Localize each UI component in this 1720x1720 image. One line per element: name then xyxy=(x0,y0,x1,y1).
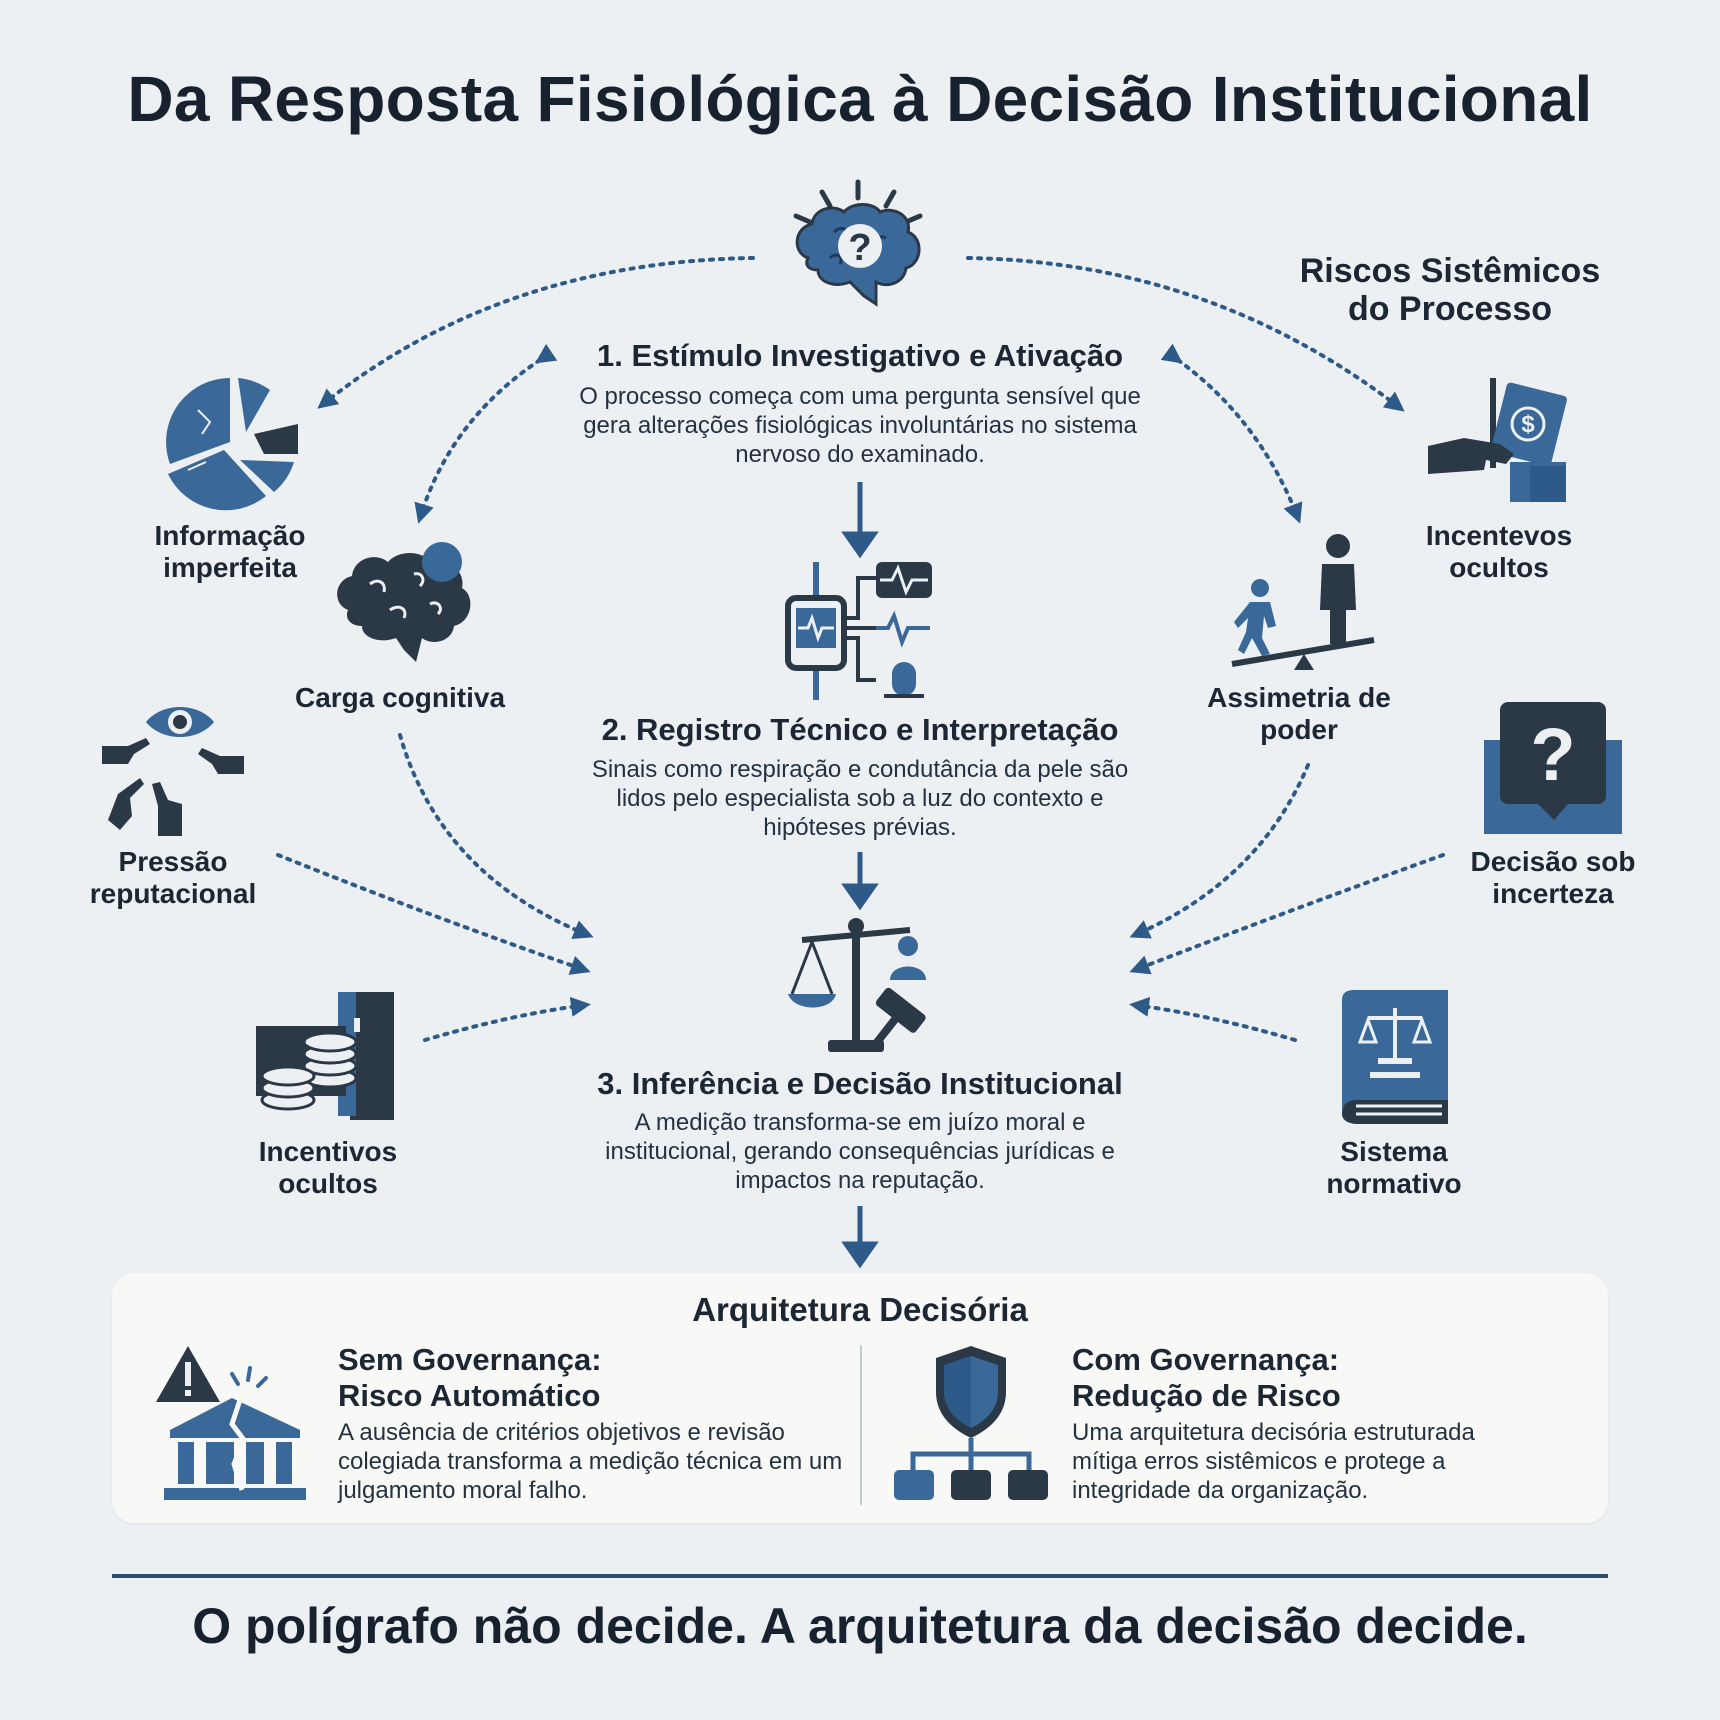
risk-incentevos-ocultos-right: Incentevos ocultos xyxy=(1425,520,1573,583)
footer-rule xyxy=(112,1574,1608,1578)
risk-pressao-reputacional: Pressão reputacional xyxy=(89,846,257,909)
arrow-incentivos-left-to-decision xyxy=(423,996,591,1042)
footer-tagline: O polígrafo não decide. A arquitetura da… xyxy=(192,1598,1528,1654)
com-governanca-text: Uma arquitetura decisória estruturada mí… xyxy=(1072,1419,1475,1504)
polygraph-monitor-icon xyxy=(785,562,932,700)
question-tablet-icon: ? xyxy=(1484,702,1622,834)
step-3-title: 3. Inferência e Decisão Institucional xyxy=(597,1066,1123,1101)
arrow-assimetria-bidirectional xyxy=(1160,343,1303,524)
eye-pointing-hands-icon xyxy=(102,707,244,836)
risk-sistema-normativo: Sistema normativo xyxy=(1326,1136,1462,1199)
step-1-title: 1. Estímulo Investigativo e Ativação xyxy=(596,338,1124,373)
panel-title: Arquitetura Decisória xyxy=(692,1291,1028,1328)
risks-header: Riscos Sistêmicos do Processo xyxy=(1299,252,1601,328)
risk-decisao-sob-incerteza: Decisão sob incerteza xyxy=(1470,846,1636,909)
coins-vault-icon xyxy=(256,992,394,1120)
arrow-carga-to-decision xyxy=(398,733,594,940)
page-title: Da Resposta Fisiológica à Decisão Instit… xyxy=(127,63,1593,135)
arrow-pressao-to-decision xyxy=(276,853,591,975)
sem-governanca-title-line2: Risco Automático xyxy=(338,1378,601,1413)
step-2-text: Sinais como respiração e condutância da … xyxy=(591,756,1129,841)
svg-text:$: $ xyxy=(1521,411,1535,438)
sem-governanca-title-line1: Sem Governança: xyxy=(338,1342,602,1377)
law-book-icon xyxy=(1342,990,1448,1124)
com-governanca-title-line1: Com Governança: xyxy=(1072,1342,1340,1377)
panel-divider xyxy=(860,1345,862,1505)
seesaw-people-icon xyxy=(1231,534,1375,670)
step-3-text: A medição transforma-se em juízo moral e… xyxy=(605,1109,1115,1194)
step-2-title: 2. Registro Técnico e Interpretação xyxy=(601,712,1119,747)
arrow-top-to-incentivos-right xyxy=(966,256,1405,412)
com-governanca-title-line2: Redução de Risco xyxy=(1072,1378,1341,1413)
arrow-sistema-to-decision xyxy=(1129,996,1297,1042)
hidden-money-hand-icon: $ xyxy=(1428,378,1567,502)
svg-text:?: ? xyxy=(848,227,871,269)
brain-question-icon: ? xyxy=(793,179,923,307)
warning-broken-building-icon xyxy=(156,1346,306,1500)
risk-informacao-imperfeita: Informação imperfeita xyxy=(154,520,306,583)
dark-brain-icon xyxy=(337,542,471,662)
risk-assimetria-de-poder: Assimetria de poder xyxy=(1207,682,1391,745)
arrow-carga-bidirectional xyxy=(414,343,558,524)
broken-pie-chart-icon xyxy=(166,378,298,511)
arrow-top-to-informacao xyxy=(317,256,755,409)
scales-gavel-icon xyxy=(788,918,926,1052)
svg-text:?: ? xyxy=(1530,713,1575,796)
step-1-text: O processo começa com uma pergunta sensí… xyxy=(579,383,1141,468)
arrow-assimetria-to-decision xyxy=(1129,763,1310,939)
shield-hierarchy-icon xyxy=(894,1346,1048,1500)
risk-incentivos-ocultos-left: Incentivos ocultos xyxy=(258,1136,398,1199)
sem-governanca-text: A ausência de critérios objetivos e revi… xyxy=(338,1419,843,1504)
risk-carga-cognitiva: Carga cognitiva xyxy=(294,682,506,713)
arrow-decisao-to-decision xyxy=(1129,853,1445,975)
